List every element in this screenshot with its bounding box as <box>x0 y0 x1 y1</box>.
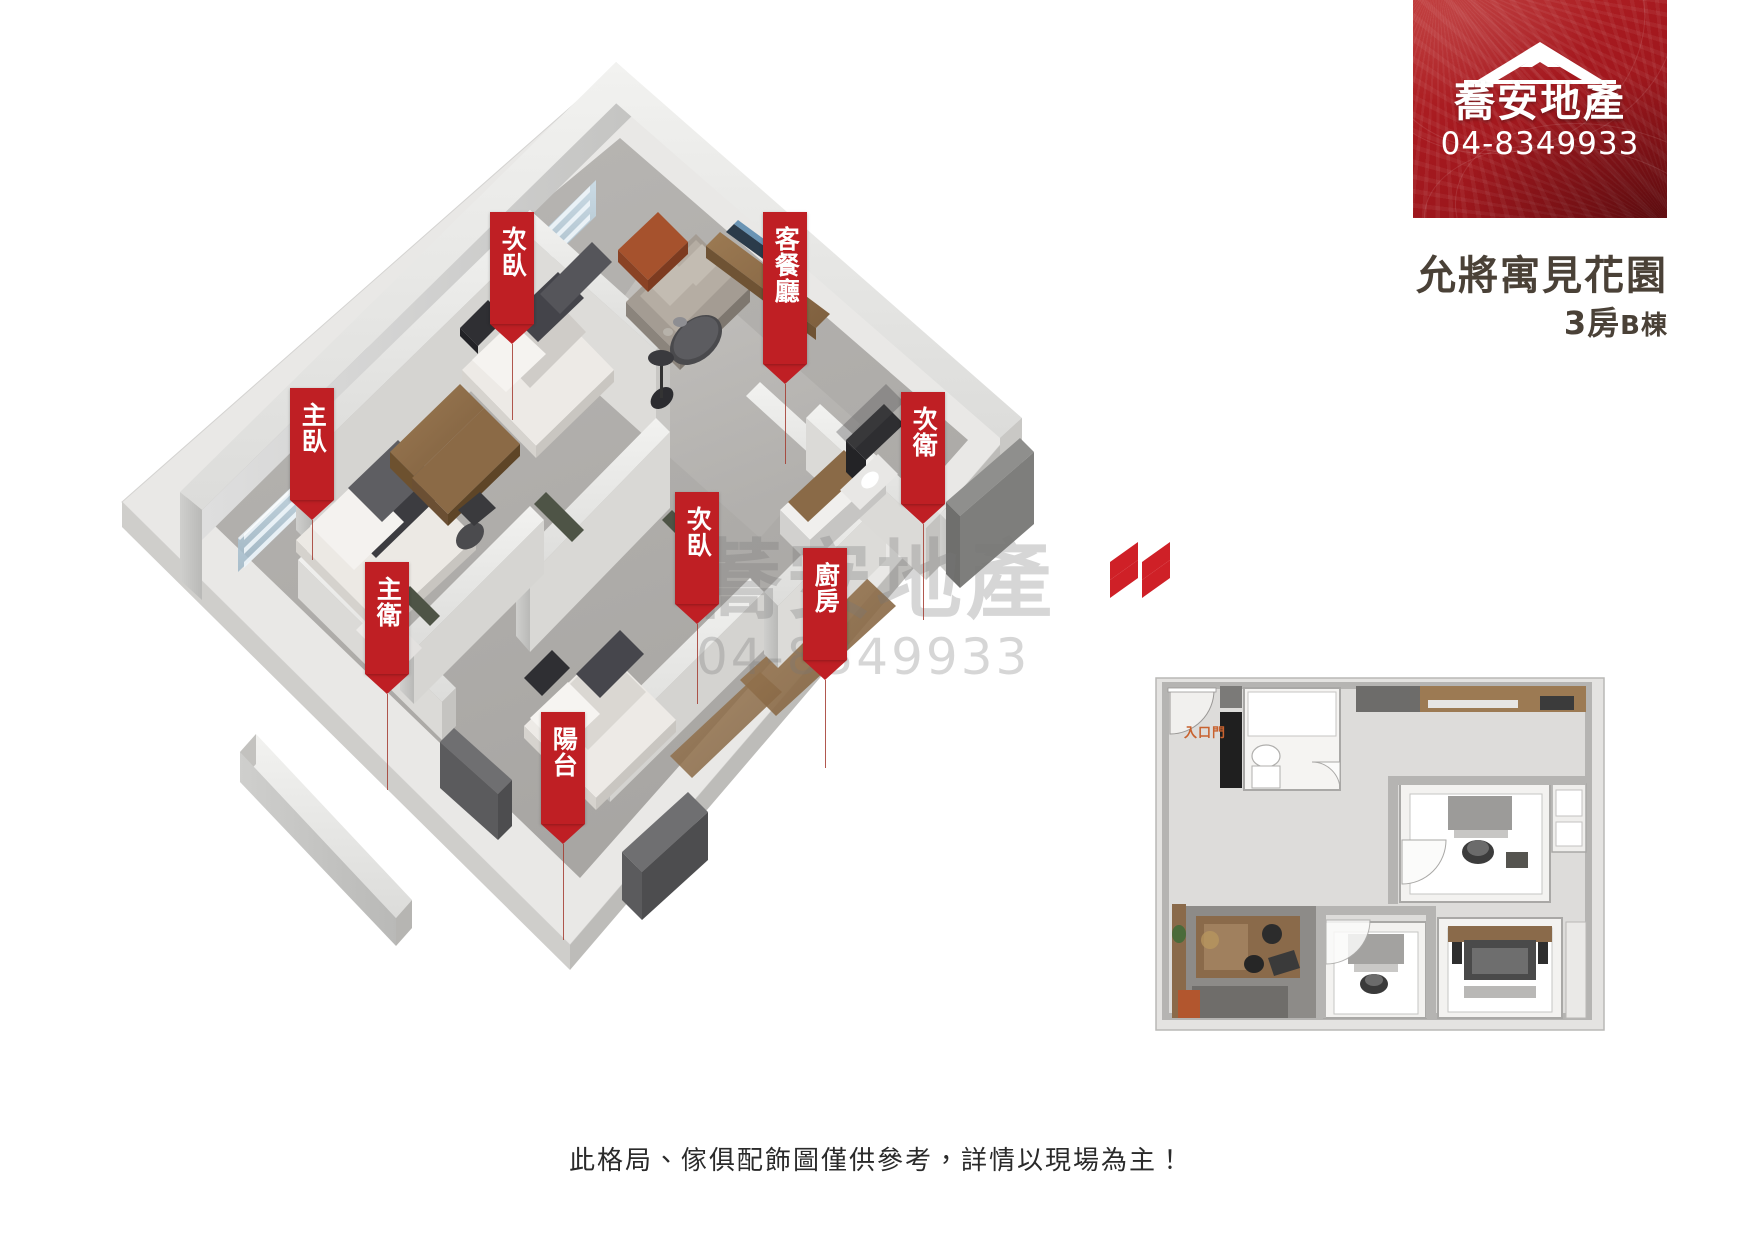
disclaimer-caption: 此格局、傢俱配飾圖僅供參考，詳情以現場為主！ <box>568 1146 1185 1176</box>
room-marker-secondary-bath: 次衛 <box>901 392 945 620</box>
room-marker-tip <box>803 660 847 680</box>
project-unit-suffix: 房 <box>1587 304 1621 342</box>
room-marker-stem <box>511 344 513 420</box>
room-marker-stem <box>386 694 388 790</box>
room-marker-stem <box>562 844 564 940</box>
project-unit-count: 3 <box>1563 304 1588 342</box>
room-marker-stem <box>311 520 313 560</box>
room-marker-label: 廚房 <box>811 562 841 614</box>
room-marker-label: 陽台 <box>549 726 579 778</box>
room-marker-stem <box>922 524 924 620</box>
room-marker-flag: 次臥 <box>490 212 534 324</box>
project-title: 允將寓見花園 <box>1416 253 1668 299</box>
room-marker-label: 次衛 <box>909 406 939 458</box>
room-marker-secondary-bed-2: 次臥 <box>675 492 719 704</box>
room-marker-flag: 次臥 <box>675 492 719 604</box>
room-marker-master-bath: 主衛 <box>365 562 409 790</box>
room-marker-kitchen: 廚房 <box>803 548 847 768</box>
brand-phone: 04-8349933 <box>1440 126 1640 162</box>
room-marker-tip <box>763 364 807 384</box>
room-marker-living-dining: 客餐廳 <box>763 212 807 464</box>
room-marker-flag: 客餐廳 <box>763 212 807 364</box>
room-marker-label: 次臥 <box>683 506 713 558</box>
room-marker-flag: 主衛 <box>365 562 409 674</box>
mini-floorplan: 入口門 <box>1148 672 1620 1052</box>
double-chevron-left-icon <box>1108 536 1188 616</box>
room-marker-label: 客餐廳 <box>771 226 801 304</box>
room-marker-flag: 廚房 <box>803 548 847 660</box>
room-marker-tip <box>290 500 334 520</box>
brand-logo-card: 蕎安地產 04-8349933 <box>1413 0 1667 218</box>
mini-floorplan-illustration <box>1155 677 1605 1031</box>
room-marker-secondary-bed-1: 次臥 <box>490 212 534 420</box>
room-marker-tip <box>675 604 719 624</box>
project-building: B棟 <box>1620 311 1668 341</box>
room-marker-tip <box>490 324 534 344</box>
room-marker-tip <box>365 674 409 694</box>
floorplan-3d-illustration <box>121 62 1034 970</box>
room-marker-label: 次臥 <box>498 226 528 278</box>
room-marker-label: 主臥 <box>298 402 328 454</box>
room-marker-flag: 主臥 <box>290 388 334 500</box>
room-marker-flag: 陽台 <box>541 712 585 824</box>
house-roof-icon <box>1464 42 1616 84</box>
room-marker-stem <box>784 384 786 464</box>
room-marker-stem <box>824 680 826 768</box>
room-marker-balcony: 陽台 <box>541 712 585 940</box>
entry-door-label: 入口門 <box>1184 726 1227 741</box>
room-marker-tip <box>901 504 945 524</box>
room-marker-stem <box>696 624 698 704</box>
room-marker-tip <box>541 824 585 844</box>
room-marker-flag: 次衛 <box>901 392 945 504</box>
room-marker-master-bedroom: 主臥 <box>290 388 334 560</box>
brand-name: 蕎安地產 <box>1454 78 1626 126</box>
room-marker-label: 主衛 <box>373 576 403 628</box>
project-subtitle: 3房B棟 <box>1563 304 1668 342</box>
floorplan-3d-render: 蕎安地產 04-8349933 主臥次臥客餐廳主衛次臥陽台廚房次衛 <box>60 40 1120 1000</box>
